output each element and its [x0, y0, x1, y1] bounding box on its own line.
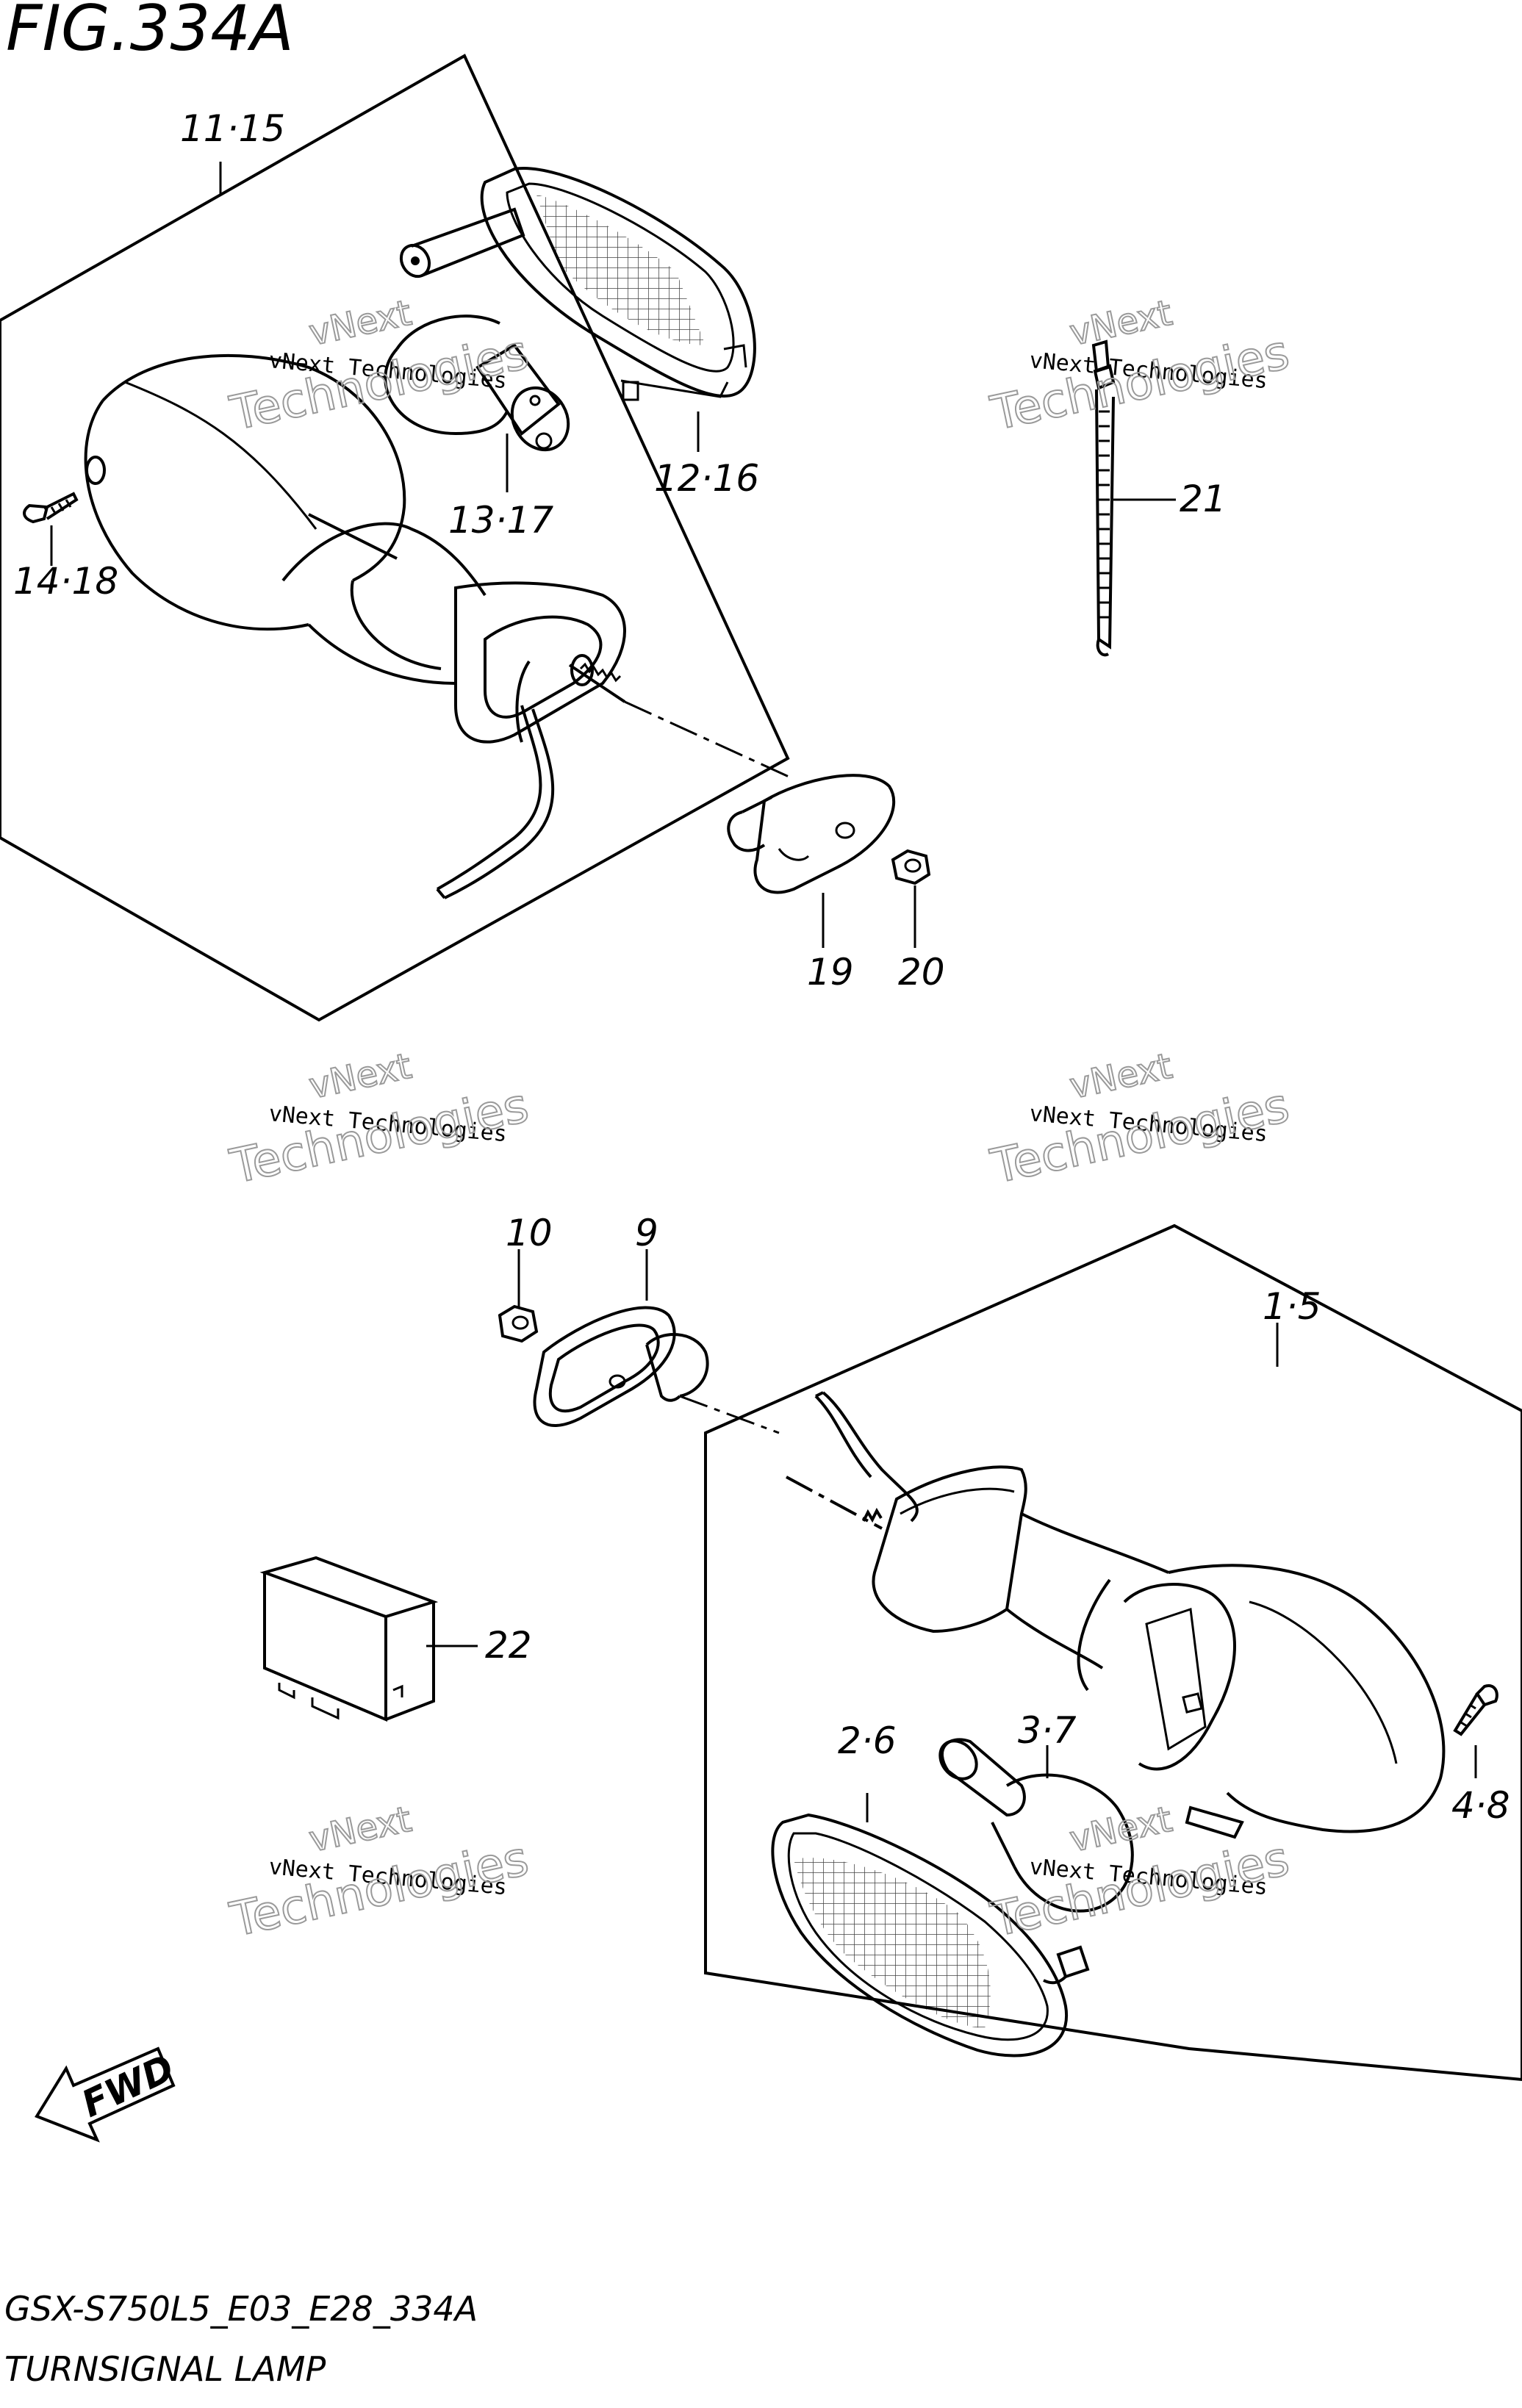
relay — [259, 1556, 478, 1722]
callout-labels: 11·15 12·16 13·17 14·18 19 20 21 10 9 1·… — [13, 107, 1510, 1827]
callout-21: 21 — [1180, 478, 1227, 520]
svg-text:Technologies: Technologies — [986, 326, 1294, 442]
lower-bulb — [938, 1738, 1134, 1913]
lower-lens — [771, 1793, 1090, 2057]
callout-12-16: 12·16 — [654, 457, 759, 500]
upper-assembly-frame — [0, 54, 790, 1022]
svg-text:vNext: vNext — [1066, 292, 1176, 354]
svg-text:Technologies: Technologies — [226, 1832, 534, 1948]
lower-screw — [1453, 1684, 1498, 1778]
watermark-top-left: vNext vNext Technologies Technologies — [225, 292, 534, 442]
fwd-label: FWD — [76, 2046, 181, 2126]
callout-20: 20 — [898, 951, 945, 993]
callout-22: 22 — [485, 1624, 532, 1667]
upper-gasket — [727, 774, 896, 948]
watermark-bottom-left: vNext vNext Technologies Technologies — [225, 1798, 534, 1949]
svg-text:vNext: vNext — [1066, 1046, 1176, 1107]
callout-9: 9 — [635, 1212, 658, 1254]
upper-screw — [23, 492, 79, 566]
upper-bulb — [384, 315, 570, 452]
svg-text:vNext: vNext — [306, 1046, 415, 1107]
lower-housing — [786, 1391, 1446, 1839]
svg-text:Technologies: Technologies — [986, 1832, 1294, 1948]
upper-lamp-assembly — [0, 54, 931, 1022]
callout-19: 19 — [807, 951, 854, 993]
svg-text:vNext: vNext — [306, 1799, 415, 1861]
lower-gasket — [533, 1249, 780, 1434]
watermark-bottom-right: vNext vNext Technologies Technologies — [986, 1798, 1295, 1949]
watermark-mid-left: vNext vNext Technologies Technologies — [225, 1045, 534, 1196]
callout-4-8: 4·8 — [1451, 1784, 1510, 1827]
lower-nut — [498, 1249, 539, 1343]
figure-title: FIG.334A — [6, 0, 294, 65]
cable-tie — [1091, 339, 1176, 657]
svg-text:Technologies: Technologies — [226, 1079, 534, 1195]
upper-housing — [84, 353, 626, 899]
svg-text:Technologies: Technologies — [986, 1079, 1294, 1195]
watermark-mid-right: vNext vNext Technologies Technologies — [986, 1045, 1295, 1196]
model-code: GSX-S750L5_E03_E28_334A — [4, 2289, 478, 2329]
watermark-top-right: vNext vNext Technologies Technologies — [986, 292, 1295, 442]
fwd-arrow-icon: FWD — [35, 2046, 181, 2143]
lower-assembly-frame — [704, 1223, 1522, 2082]
callout-11-15: 11·15 — [180, 107, 285, 150]
callout-13-17: 13·17 — [448, 499, 553, 542]
callout-10: 10 — [506, 1212, 553, 1254]
callout-2-6: 2·6 — [838, 1719, 897, 1762]
svg-text:vNext: vNext — [1066, 1799, 1176, 1861]
callout-14-18: 14·18 — [13, 560, 118, 603]
upper-lens — [399, 167, 756, 401]
callout-3-7: 3·7 — [1018, 1709, 1077, 1752]
upper-nut — [891, 849, 931, 948]
callout-1-5: 1·5 — [1263, 1285, 1321, 1328]
assembly-name: TURNSIGNAL LAMP — [4, 2349, 326, 2389]
